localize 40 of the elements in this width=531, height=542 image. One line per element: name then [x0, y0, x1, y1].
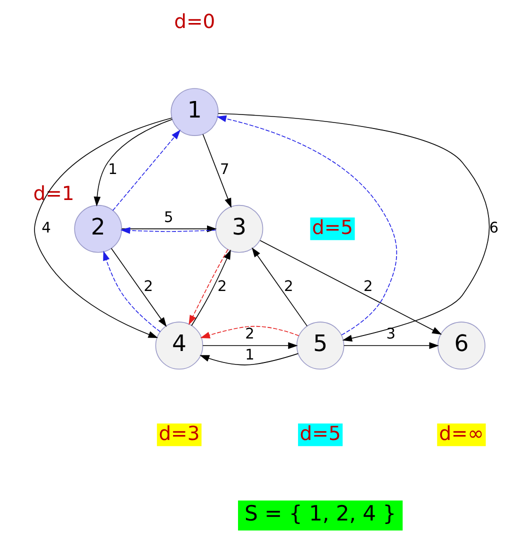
arrow [343, 342, 438, 350]
edge-label: 4 [41, 219, 50, 236]
node-label: d=0 [174, 10, 215, 33]
arrow [200, 326, 299, 338]
arrow [202, 342, 298, 350]
arrow [110, 248, 166, 328]
node-circle: 6 [437, 322, 485, 370]
edge-label: 2 [217, 278, 226, 295]
label: S = { 1, 2, 4 } [244, 500, 396, 526]
edge-label: 5 [164, 208, 173, 226]
edge-label: 7 [220, 161, 229, 178]
arrow [217, 113, 490, 342]
arrow [202, 134, 231, 208]
arrow [199, 353, 298, 366]
edge-label: 3 [386, 326, 396, 343]
edge-label: 2 [244, 326, 254, 343]
node-label: d=5 [299, 422, 340, 445]
edge-label: 2 [363, 278, 372, 295]
edge-label: 6 [488, 219, 498, 236]
edge-label: 1 [108, 161, 117, 178]
arrow [259, 240, 442, 335]
arrow [251, 247, 308, 326]
arrow [93, 118, 172, 206]
edge-label: 1 [244, 346, 254, 364]
arrow [216, 115, 396, 336]
arrow [102, 250, 160, 332]
arrow [120, 225, 216, 232]
node-circle: 1 [170, 88, 218, 136]
node-circle: 2 [74, 204, 122, 253]
arrow [112, 130, 180, 211]
node-circle: 3 [214, 204, 263, 253]
node-circle: 4 [154, 322, 203, 370]
arrow [34, 118, 172, 338]
node-label: d=∞ [438, 422, 484, 445]
node-label: d=5 [311, 216, 353, 239]
edge-label: 2 [284, 278, 293, 295]
node-circle: 5 [296, 322, 344, 370]
arrow [120, 227, 216, 234]
edge-label: 2 [143, 278, 153, 295]
node-label: d=3 [158, 422, 200, 445]
